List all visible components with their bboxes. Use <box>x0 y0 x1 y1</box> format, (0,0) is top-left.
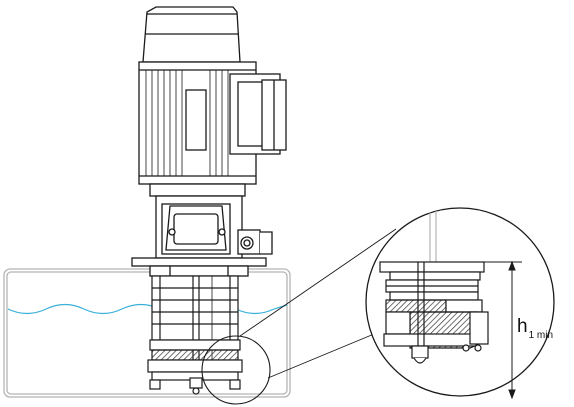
lantern <box>131 195 273 277</box>
dimension-symbol: h <box>517 316 528 337</box>
detail-view <box>365 207 555 397</box>
dimension-subscript: 1 min <box>528 330 554 341</box>
pump-column <box>147 275 243 395</box>
detail-connector-lines <box>239 228 397 379</box>
detail-marker-circle <box>201 335 271 405</box>
dimension-label: h1 min <box>517 317 553 341</box>
water-surface <box>7 303 288 315</box>
tank <box>3 268 291 398</box>
dimension-h1-min <box>462 260 522 400</box>
motor <box>138 6 287 197</box>
